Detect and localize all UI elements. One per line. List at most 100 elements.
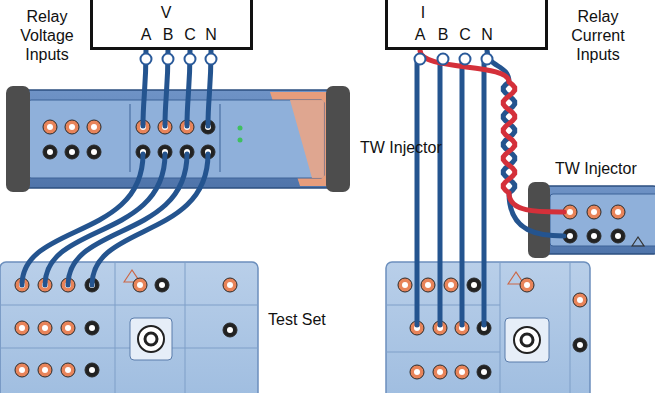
jack-hole	[481, 369, 487, 375]
jack	[223, 278, 237, 292]
jack-hole	[402, 282, 408, 288]
jack	[61, 321, 75, 335]
jack-hole	[459, 369, 465, 375]
jack-hole	[567, 233, 573, 239]
jack	[573, 293, 587, 307]
test-set: Test Set	[0, 263, 258, 393]
test-lead	[420, 50, 564, 212]
jack-hole	[591, 233, 597, 239]
terminal	[482, 54, 493, 65]
device-heading: Relay Current Inputs	[553, 7, 643, 64]
jack	[455, 365, 469, 379]
jack	[133, 278, 147, 292]
terminal	[206, 54, 217, 65]
relay-current-inputs: Relay Current InputsIABCN	[385, 0, 548, 50]
relay-voltage-inputs: Relay Voltage InputsVABCN	[90, 0, 253, 50]
device-label: TW Injector	[555, 159, 637, 178]
tw-injector-device	[6, 86, 350, 192]
jack	[65, 120, 79, 134]
jack	[43, 120, 57, 134]
jack	[15, 321, 29, 335]
terminal-label: B	[438, 25, 449, 44]
jack	[65, 145, 79, 159]
jack-hole	[591, 209, 597, 215]
jack-hole	[425, 282, 431, 288]
jack	[38, 363, 52, 377]
terminal-label: V	[161, 3, 172, 22]
jack-hole	[19, 325, 25, 331]
test-lead	[460, 62, 465, 325]
jack	[87, 120, 101, 134]
jack-hole	[567, 209, 573, 215]
jack-hole	[89, 325, 95, 331]
jack-hole	[227, 327, 233, 333]
jack-hole	[69, 124, 75, 130]
jack-hole	[471, 282, 477, 288]
jack	[223, 323, 237, 337]
terminal-label: A	[415, 25, 426, 44]
jack	[85, 321, 99, 335]
device-heading: Relay Voltage Inputs	[7, 7, 87, 64]
terminal	[140, 54, 151, 65]
terminal-label: A	[141, 25, 152, 44]
jack-hole	[577, 297, 583, 303]
terminal	[437, 54, 448, 65]
jack	[421, 278, 435, 292]
jack	[61, 363, 75, 377]
terminal	[414, 54, 425, 65]
jack-hole	[42, 325, 48, 331]
terminal	[460, 54, 471, 65]
jack-hole	[91, 124, 97, 130]
jack-hole	[65, 325, 71, 331]
jack	[573, 338, 587, 352]
jack	[155, 278, 169, 292]
jack	[520, 278, 534, 292]
test-lead	[92, 154, 208, 285]
jack	[38, 321, 52, 335]
jack	[410, 365, 424, 379]
jack-hole	[615, 233, 621, 239]
jack-hole	[91, 149, 97, 155]
jack-hole	[137, 282, 143, 288]
terminal-label: C	[459, 25, 471, 44]
jack-hole	[159, 282, 165, 288]
test-lead	[482, 62, 487, 325]
jack-hole	[69, 149, 75, 155]
test-lead	[438, 62, 443, 325]
device-label: TW Injector	[360, 138, 442, 157]
terminal	[162, 54, 173, 65]
terminal-label: I	[421, 3, 425, 22]
jack	[477, 365, 491, 379]
jack	[398, 278, 412, 292]
jack	[15, 363, 29, 377]
jack-hole	[414, 369, 420, 375]
jack	[611, 229, 625, 243]
jack-hole	[577, 342, 583, 348]
test-set-panel	[0, 262, 258, 393]
jack-hole	[65, 367, 71, 373]
jack	[433, 365, 447, 379]
jack-hole	[524, 282, 530, 288]
terminal-label: N	[205, 25, 217, 44]
terminal-label: B	[163, 25, 174, 44]
test-lead	[415, 62, 420, 325]
jack-hole	[89, 367, 95, 373]
jack	[611, 205, 625, 219]
jack	[87, 145, 101, 159]
cable-connector	[22, 154, 208, 285]
tw-injector: TW Injector	[10, 88, 345, 190]
cable-connector	[143, 50, 211, 126]
device-label: Test Set	[268, 310, 326, 329]
jack-hole	[615, 209, 621, 215]
jack-hole	[227, 282, 233, 288]
jack-hole	[437, 369, 443, 375]
tw-injector: TW Injector	[530, 185, 655, 255]
terminal	[185, 54, 196, 65]
jack	[444, 278, 458, 292]
terminal-label: N	[481, 25, 493, 44]
jack	[467, 278, 481, 292]
